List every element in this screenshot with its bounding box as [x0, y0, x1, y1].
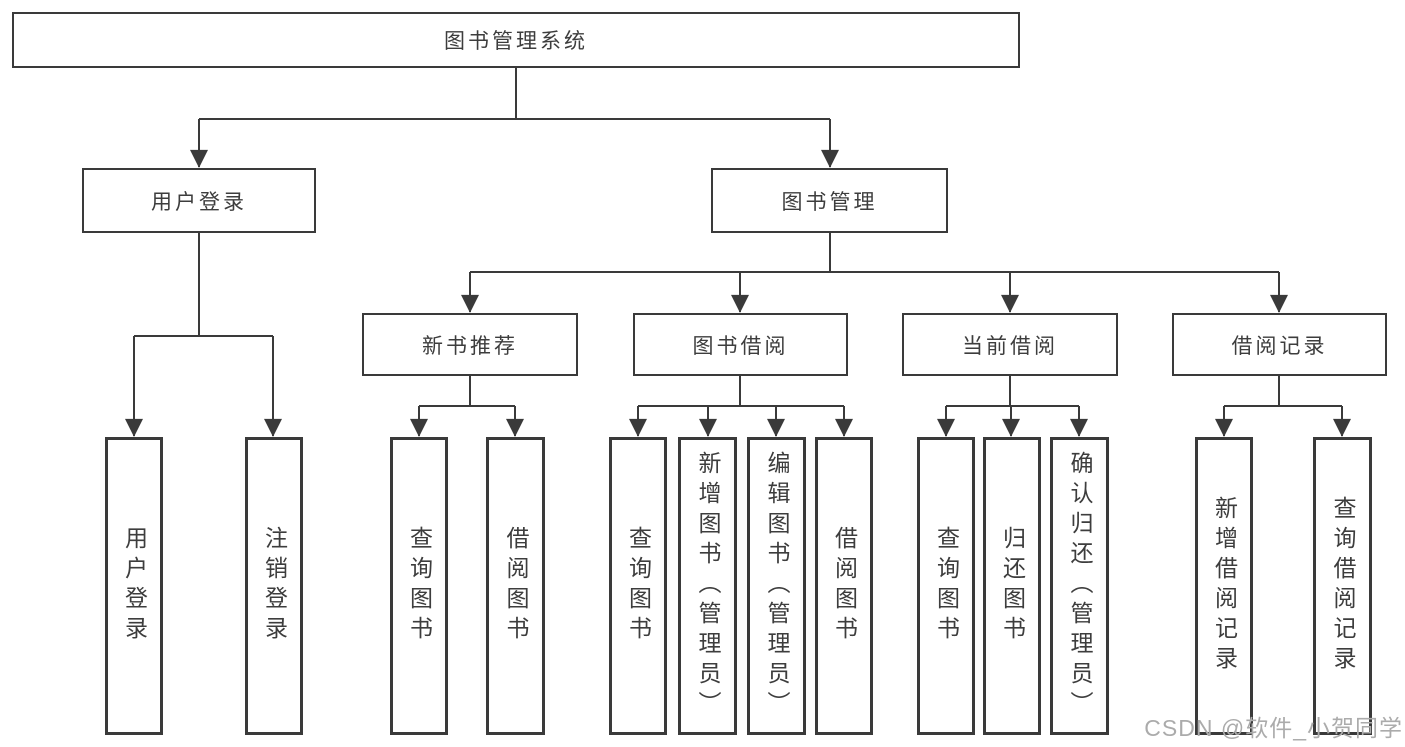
- node-book-management: 图书管理: [711, 168, 948, 233]
- leaf-query-books-borrow: 查询图书: [609, 437, 667, 735]
- leaf-query-borrow-record: 查询借阅记录: [1313, 437, 1372, 735]
- leaf-logout-label: 注销登录: [261, 526, 288, 646]
- node-current-borrow-label: 当前借阅: [962, 334, 1058, 358]
- node-borrow-record: 借阅记录: [1172, 313, 1387, 376]
- leaf-borrow-books-recommend-label: 借阅图书: [503, 526, 529, 646]
- leaf-user-login: 用户登录: [105, 437, 163, 735]
- leaf-confirm-return-admin-label: 确认归还（管理员）: [1067, 451, 1093, 721]
- leaf-add-borrow-record-label: 新增借阅记录: [1211, 496, 1238, 676]
- node-user-login-label: 用户登录: [151, 190, 247, 214]
- node-user-login: 用户登录: [82, 168, 316, 233]
- watermark-csdn: CSDN @软件_小贺同学: [1144, 715, 1403, 741]
- leaf-user-login-label: 用户登录: [121, 526, 148, 646]
- leaf-edit-book-admin: 编辑图书（管理员）: [747, 437, 806, 735]
- node-book-management-label: 图书管理: [781, 190, 878, 214]
- leaf-return-book: 归还图书: [983, 437, 1041, 735]
- leaf-logout: 注销登录: [245, 437, 303, 735]
- leaf-query-books-current-label: 查询图书: [933, 526, 960, 646]
- node-new-book-recommend-label: 新书推荐: [422, 334, 518, 358]
- node-library-system-label: 图书管理系统: [444, 30, 588, 53]
- node-new-book-recommend: 新书推荐: [362, 313, 578, 376]
- leaf-query-books-current: 查询图书: [917, 437, 975, 735]
- leaf-borrow-books-label: 借阅图书: [831, 526, 858, 646]
- leaf-query-books-recommend-label: 查询图书: [406, 526, 433, 646]
- leaf-return-book-label: 归还图书: [999, 526, 1026, 646]
- node-library-system: 图书管理系统: [12, 12, 1020, 68]
- leaf-query-books-recommend: 查询图书: [390, 437, 448, 735]
- leaf-borrow-books-recommend: 借阅图书: [486, 437, 545, 735]
- node-current-borrow: 当前借阅: [902, 313, 1118, 376]
- leaf-borrow-books: 借阅图书: [815, 437, 873, 735]
- leaf-add-book-admin-label: 新增图书（管理员）: [695, 451, 721, 721]
- leaf-query-books-borrow-label: 查询图书: [625, 526, 652, 646]
- leaf-add-book-admin: 新增图书（管理员）: [678, 437, 737, 735]
- node-book-borrow-label: 图书借阅: [692, 334, 789, 358]
- node-borrow-record-label: 借阅记录: [1231, 334, 1328, 358]
- leaf-query-borrow-record-label: 查询借阅记录: [1330, 496, 1356, 676]
- leaf-confirm-return-admin: 确认归还（管理员）: [1050, 437, 1109, 735]
- node-book-borrow: 图书借阅: [633, 313, 848, 376]
- leaf-edit-book-admin-label: 编辑图书（管理员）: [764, 451, 790, 721]
- leaf-add-borrow-record: 新增借阅记录: [1195, 437, 1253, 735]
